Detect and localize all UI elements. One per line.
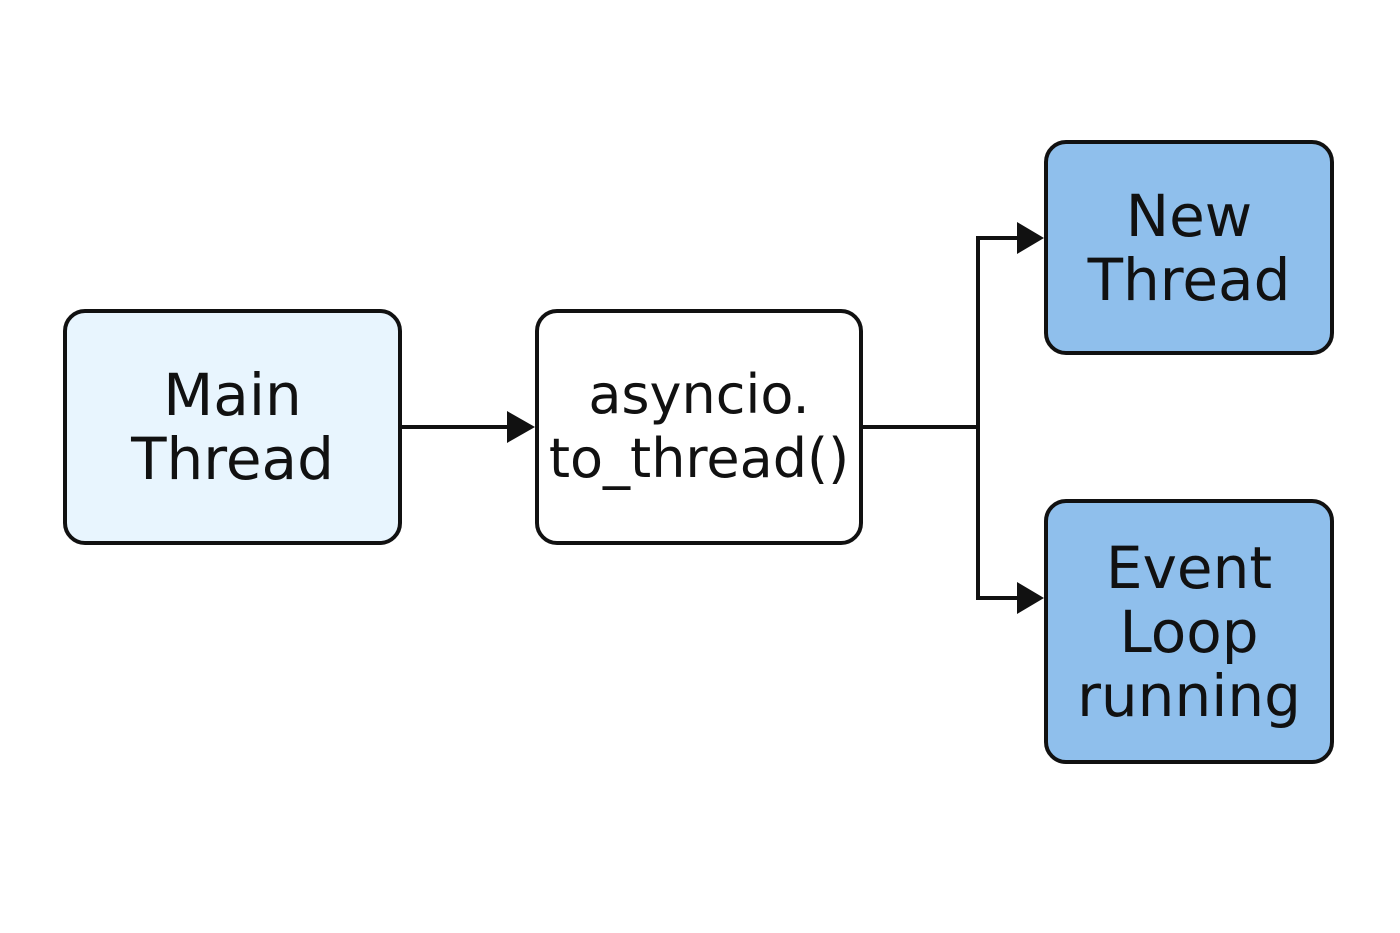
asyncio-to-thread-box: asyncio. to_thread() [535, 309, 863, 545]
main-thread-line-2: Thread [131, 425, 334, 493]
asyncio-line-2: to_thread() [548, 427, 850, 490]
event-loop-line-3: running [1077, 661, 1301, 730]
asyncio-line-1: asyncio. [588, 363, 810, 426]
arrowhead-event-loop [1017, 582, 1044, 614]
arrowhead-asyncio [507, 411, 535, 443]
main-thread-box: Main Thread [63, 309, 402, 545]
new-thread-line-1: New [1125, 181, 1253, 250]
arrowhead-new-thread [1017, 222, 1044, 254]
event-loop-line-1: Event [1105, 533, 1273, 602]
new-thread-box: New Thread [1044, 140, 1334, 355]
event-loop-running-box: Event Loop running [1044, 499, 1334, 764]
event-loop-line-2: Loop [1119, 597, 1259, 666]
new-thread-line-2: Thread [1087, 245, 1291, 314]
main-thread-line-1: Main [163, 361, 302, 429]
